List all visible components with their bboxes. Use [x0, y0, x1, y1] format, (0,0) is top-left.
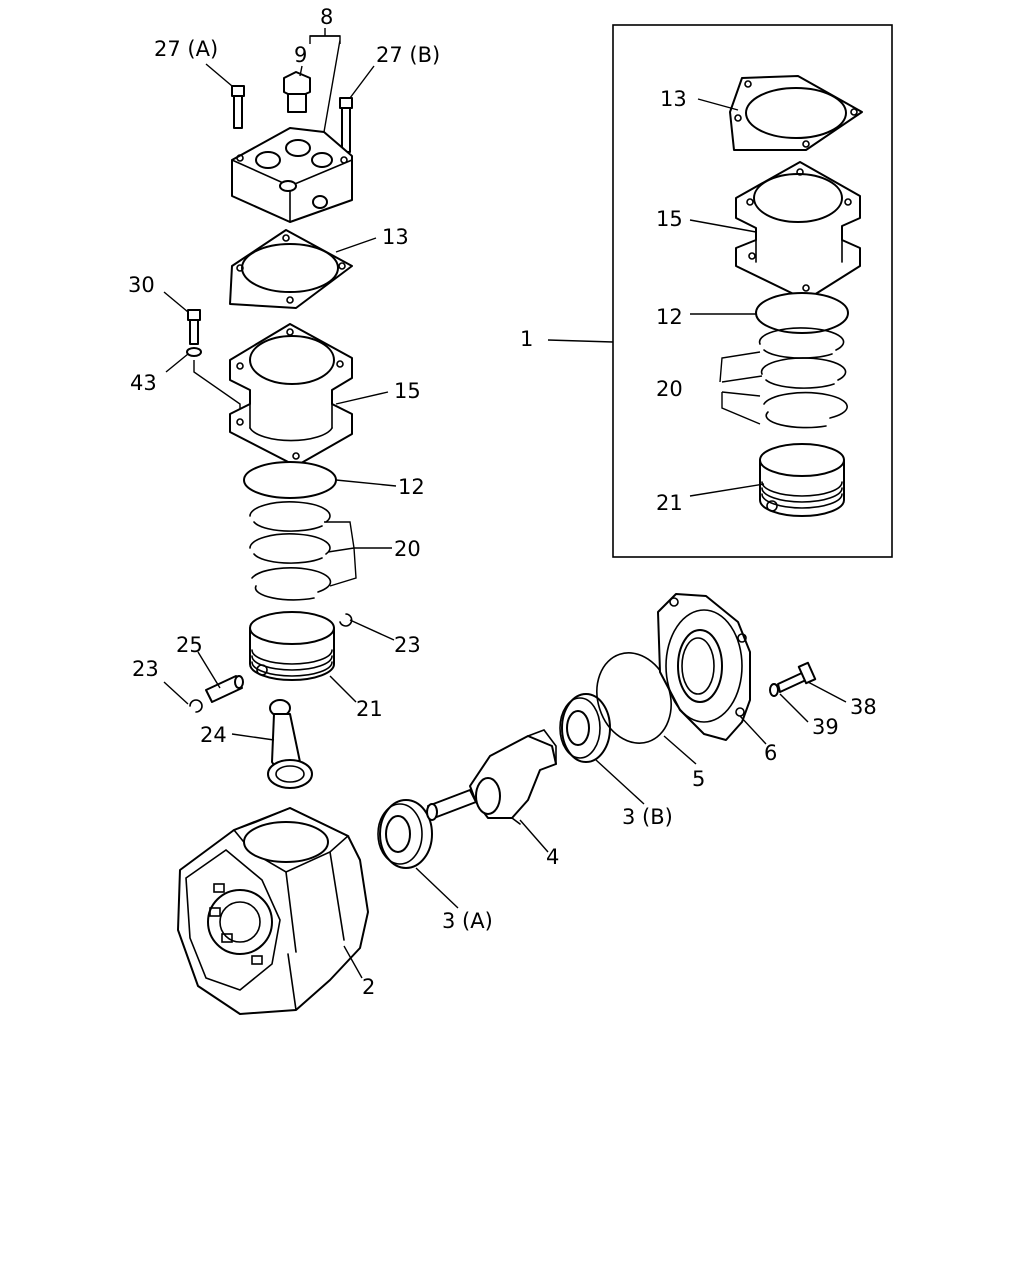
connecting-rod-24 [267, 699, 313, 789]
circlip-23-right [339, 613, 353, 627]
cylinder-15-leader [335, 391, 389, 405]
callout-20: 20 [394, 537, 421, 561]
callout-4: 4 [546, 845, 559, 869]
bearing-3a [377, 799, 433, 869]
bearing-3b-leader [595, 759, 645, 805]
piston-21 [249, 611, 335, 681]
kit-15-leader [689, 219, 757, 233]
callout-3a: 3 (A) [442, 909, 493, 933]
callout-12: 12 [398, 475, 425, 499]
crankcase-2-leader [343, 945, 363, 979]
circlip-23-right-leader [349, 619, 395, 641]
crankcase-2 [177, 807, 369, 1015]
callout-23-left: 23 [132, 657, 159, 681]
callout-3b: 3 (B) [622, 805, 673, 829]
o-ring-12-leader [335, 479, 397, 487]
callout-6: 6 [764, 741, 777, 765]
piston-pin-25-leader [197, 651, 221, 689]
callout-2: 2 [362, 975, 375, 999]
bolt-27a-leader [205, 63, 233, 87]
callout-21-kit: 21 [656, 491, 683, 515]
connecting-rod-24-leader [231, 733, 275, 741]
kit-piston-rings [758, 327, 848, 429]
callout-9: 9 [294, 43, 307, 67]
bearing-3b [559, 693, 611, 763]
cylinder-head-8 [231, 127, 353, 223]
bolt-38 [777, 661, 817, 693]
callout-23-right: 23 [394, 633, 421, 657]
callout-15: 15 [394, 379, 421, 403]
kit-piston [759, 443, 845, 517]
gasket-13 [229, 229, 353, 309]
circlip-23-left [189, 699, 203, 713]
end-cover-6-leader [739, 715, 767, 745]
kit-o-ring [755, 292, 849, 334]
cylinder-15 [229, 323, 353, 467]
callout-24: 24 [200, 723, 227, 747]
gasket-13-leader [335, 237, 377, 253]
washer-39-leader [779, 693, 809, 723]
callout-15-kit: 15 [656, 207, 683, 231]
callout-21: 21 [356, 697, 383, 721]
o-ring-12 [243, 461, 337, 499]
bolt-27a [231, 85, 245, 129]
kit-21-leader [689, 483, 765, 497]
callout-13: 13 [382, 225, 409, 249]
piston-pin-25 [205, 675, 244, 703]
callout-8: 8 [320, 5, 333, 29]
callout-38: 38 [850, 695, 877, 719]
washer-39 [769, 683, 779, 697]
washer-43 [186, 347, 202, 357]
bolt-27b [339, 97, 353, 153]
repair-kit-box [612, 24, 893, 558]
callout-20-kit: 20 [656, 377, 683, 401]
bolt-27b-leader [349, 65, 375, 99]
bearing-3a-leader [415, 867, 459, 909]
callout-5: 5 [692, 767, 705, 791]
crankshaft-4 [426, 729, 557, 825]
crankshaft-4-leader [519, 819, 549, 853]
callout-12-kit: 12 [656, 305, 683, 329]
callout-27b: 27 (B) [376, 43, 440, 67]
bolt-38-leader [807, 681, 847, 703]
plug-9-leader [299, 65, 303, 77]
kit-leader [547, 339, 614, 343]
circlip-23-left-leader [163, 681, 189, 705]
kit-13-leader [697, 98, 739, 111]
kit-rings-leader [719, 351, 763, 425]
callout-30: 30 [128, 273, 155, 297]
bolt-30 [187, 309, 201, 345]
piston-rings-20 [249, 501, 332, 601]
piston-21-leader [329, 675, 357, 703]
end-cover-6 [657, 593, 751, 741]
callout-39: 39 [812, 715, 839, 739]
callout-43: 43 [130, 371, 157, 395]
callout-1: 1 [520, 327, 533, 351]
seal-ring-5-leader [663, 735, 697, 765]
head-8-bracket [309, 28, 341, 133]
callout-25: 25 [176, 633, 203, 657]
kit-gasket [729, 75, 863, 151]
callout-13-kit: 13 [660, 87, 687, 111]
plug-9 [283, 71, 311, 113]
kit-cylinder [735, 161, 861, 301]
callout-27a: 27 (A) [154, 37, 218, 61]
bolt-30-leader [163, 291, 189, 313]
piston-rings-20-leader [324, 521, 392, 587]
washer-43-leader [165, 353, 189, 373]
